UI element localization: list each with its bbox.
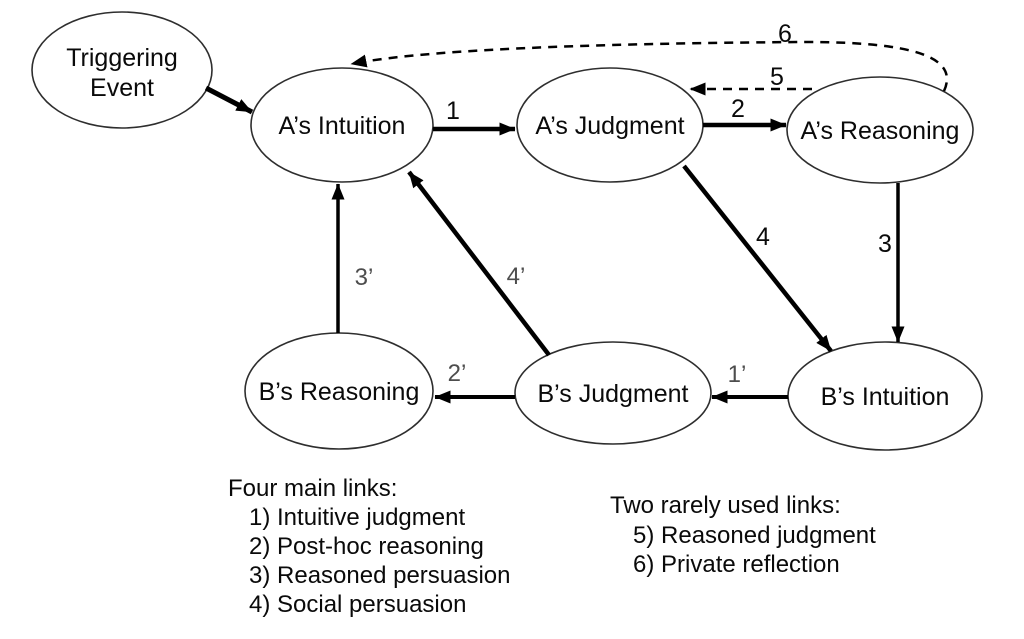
a-reasoning-ellipse [786,76,974,184]
b-intuition-label: B’s Intuition [821,383,950,411]
label-link-1: 1 [446,97,460,125]
b-reasoning-label: B’s Reasoning [259,378,420,406]
a-reasoning-label: A’s Reasoning [801,117,960,145]
arrow-link-4 [682,164,833,353]
node-b-intuition: B’s Intuition [787,341,983,451]
node-triggering-event: Triggering Event [31,11,213,129]
legend-main-links: Four main links: 1) Intuitive judgment 2… [228,475,511,618]
legend-main-item-2: 2) Post-hoc reasoning [249,533,484,560]
node-a-reasoning: A’s Reasoning [786,76,974,184]
legend-rare-title: Two rarely used links: [610,492,841,519]
label-link-2-prime: 2’ [448,360,467,387]
triggering-event-ellipse [31,11,213,129]
legend-rare-item-5: 5) Reasoned judgment [633,522,876,549]
arrow-link-4-prime [407,170,551,357]
a-judgment-label: A’s Judgment [535,112,684,140]
node-a-judgment: A’s Judgment [516,67,704,183]
legend-rare-links: Two rarely used links: 5) Reasoned judgm… [610,492,876,578]
legend-main-item-1: 1) Intuitive judgment [249,504,465,531]
legend-main-item-3: 3) Reasoned persuasion [249,562,511,589]
triggering-event-label-line2: Event [90,74,154,102]
arrow-link-6-dashed [350,40,949,92]
node-b-judgment: B’s Judgment [514,341,712,445]
b-judgment-label: B’s Judgment [537,380,688,408]
label-link-1-prime: 1’ [728,361,747,388]
a-intuition-ellipse [250,67,434,183]
legend-rare-item-6: 6) Private reflection [633,551,840,578]
legend-main-item-4: 4) Social persuasion [249,591,466,618]
label-link-2: 2 [731,95,745,123]
label-link-4-prime: 4’ [507,263,526,290]
triggering-event-label-line1: Triggering [66,44,178,72]
arrow-trigger-to-a-intuition [204,85,254,115]
label-link-3: 3 [878,230,892,258]
label-link-5: 5 [770,63,784,91]
node-a-intuition: A’s Intuition [250,67,434,183]
node-b-reasoning: B’s Reasoning [244,332,434,450]
legend-main-title: Four main links: [228,475,397,502]
a-intuition-label: A’s Intuition [279,112,406,140]
label-link-4: 4 [756,223,770,251]
b-judgment-ellipse [514,341,712,445]
label-link-6: 6 [778,20,792,48]
label-link-3-prime: 3’ [355,264,374,291]
